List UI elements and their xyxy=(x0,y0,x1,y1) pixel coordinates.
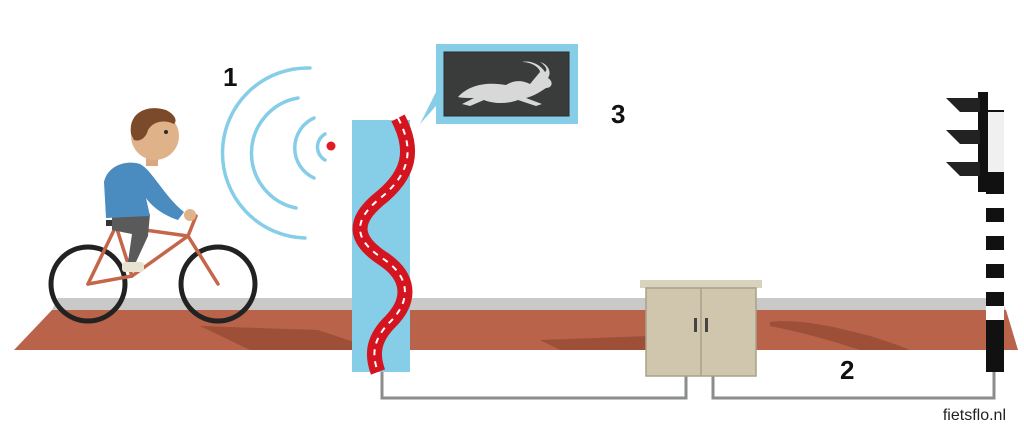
radar-waves-icon xyxy=(220,66,327,240)
sensor-dot xyxy=(326,141,336,151)
display-screen xyxy=(420,44,578,124)
marker-two: 2 xyxy=(840,355,855,385)
light-shadow xyxy=(770,321,910,350)
cable-cabinet-to-light xyxy=(711,372,996,400)
marker-one: 1 xyxy=(223,62,238,92)
running-hare-icon xyxy=(458,61,552,106)
curb-strip xyxy=(52,298,1006,310)
site-credit: fietsflo.nl xyxy=(942,407,1006,424)
winding-road xyxy=(352,114,416,375)
control-cabinet xyxy=(640,280,762,377)
cable-pole-to-cabinet xyxy=(380,372,688,400)
pole-shadow xyxy=(540,336,652,350)
cyclist xyxy=(48,108,258,324)
traffic-light xyxy=(946,92,1004,372)
marker-three: 3 xyxy=(611,99,626,129)
cyclist-shadow xyxy=(200,326,378,350)
